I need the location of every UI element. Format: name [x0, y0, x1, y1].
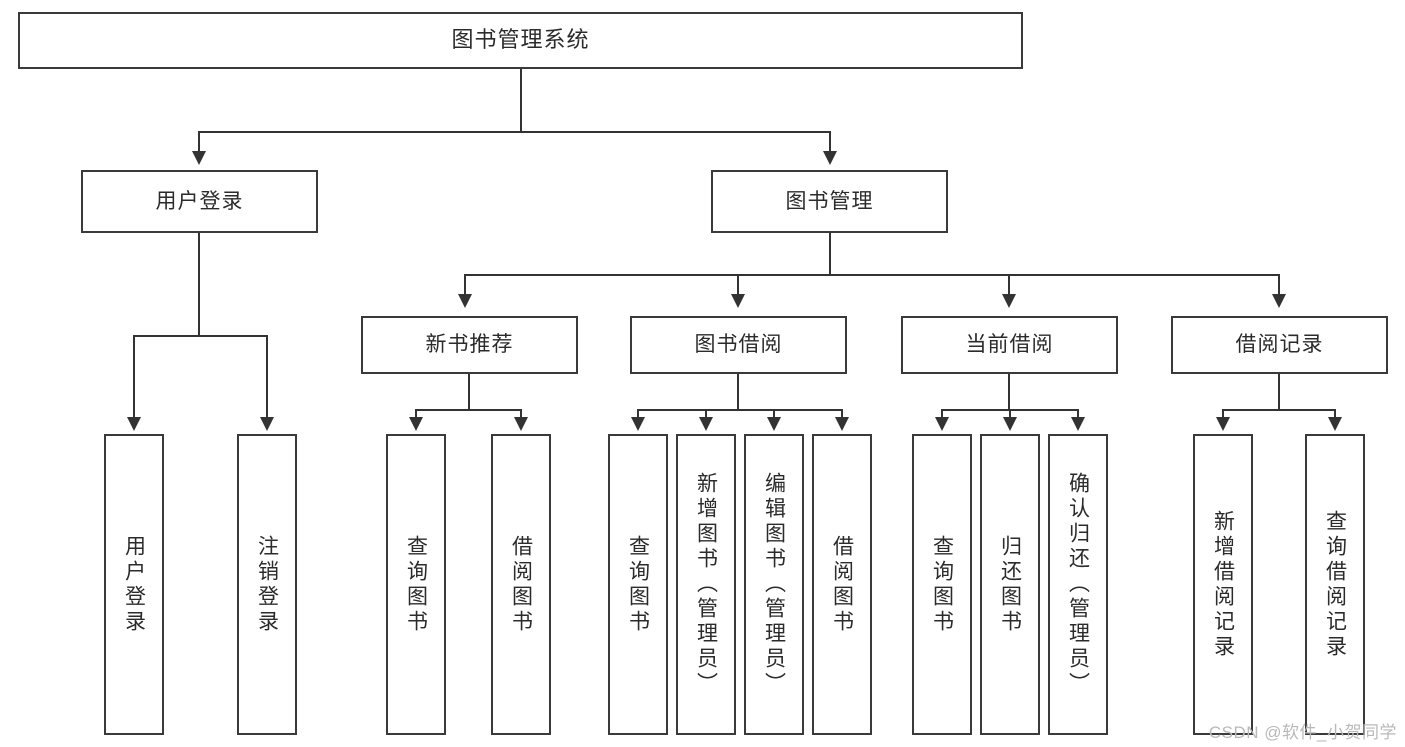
connector-user-login-child-2 [266, 335, 268, 419]
arrow-book-borrow-child-1 [631, 417, 645, 431]
connector-bm-to-current-borrow [1008, 274, 1010, 296]
connector-borrow-record-child-2 [1334, 409, 1336, 419]
csdn-watermark: CSDN @软件_小贺同学 [1208, 723, 1397, 742]
node-current-borrow[interactable]: 当前借阅 [901, 316, 1118, 374]
node-label: 借阅图书 [509, 534, 533, 635]
arrow-book-borrow-child-2 [699, 417, 713, 431]
connector-new-book-child-2 [520, 409, 522, 419]
connector-root-bus [198, 131, 831, 133]
connector-borrow-record-child-1 [1222, 409, 1224, 419]
node-label: 注销登录 [255, 534, 279, 635]
node-label: 图书借阅 [694, 333, 783, 357]
connector-bm-to-new-book [464, 274, 466, 296]
node-label: 图书管理 [785, 189, 874, 213]
node-label: 当前借阅 [965, 333, 1054, 357]
connector-book-management-stem [829, 233, 831, 275]
node-book-borrow[interactable]: 图书借阅 [630, 316, 847, 374]
arrow-new-book-child-2 [514, 417, 528, 431]
node-leaf-query-book-current[interactable]: 查询图书 [912, 434, 972, 735]
connector-book-borrow-child-1 [637, 409, 639, 419]
node-leaf-confirm-return-admin[interactable]: 确认归还（管理员） [1048, 434, 1108, 735]
node-label: 归还图书 [998, 534, 1022, 635]
node-leaf-borrow-book-recommend[interactable]: 借阅图书 [491, 434, 551, 735]
node-new-book-recommend[interactable]: 新书推荐 [361, 316, 578, 374]
node-label: 借阅记录 [1235, 333, 1324, 357]
node-label: 查询图书 [930, 534, 954, 635]
connector-current-borrow-child-1 [941, 409, 943, 419]
arrow-borrow-record-child-1 [1216, 417, 1230, 431]
connector-user-login-bus [133, 335, 268, 337]
node-label: 新增图书（管理员） [694, 472, 718, 697]
connector-book-management-bus [464, 274, 1279, 276]
node-label: 借阅图书 [830, 534, 854, 635]
connector-book-borrow-bus [637, 409, 842, 411]
connector-book-borrow-stem [737, 374, 739, 410]
arrow-current-borrow-child-1 [935, 417, 949, 431]
arrow-borrow-record-child-2 [1328, 417, 1342, 431]
connector-current-borrow-child-2 [1009, 409, 1011, 419]
arrow-new-book-child-1 [409, 417, 423, 431]
arrow-user-login-child-1 [127, 417, 141, 431]
connector-bm-to-book-borrow [737, 274, 739, 296]
arrow-bm-to-book-borrow [731, 294, 745, 308]
node-leaf-logout[interactable]: 注销登录 [237, 434, 297, 735]
node-leaf-borrow-book[interactable]: 借阅图书 [812, 434, 872, 735]
connector-current-borrow-child-3 [1077, 409, 1079, 419]
node-label: 编辑图书（管理员） [762, 472, 786, 697]
node-borrow-record[interactable]: 借阅记录 [1171, 316, 1388, 374]
node-label: 查询图书 [626, 534, 650, 635]
node-book-management[interactable]: 图书管理 [711, 170, 948, 233]
node-label: 查询借阅记录 [1323, 509, 1347, 660]
node-leaf-user-login[interactable]: 用户登录 [104, 434, 164, 735]
arrow-root-to-user-login [192, 151, 206, 165]
arrow-user-login-child-2 [260, 417, 274, 431]
node-label: 查询图书 [404, 534, 428, 635]
connector-new-book-stem [468, 374, 470, 410]
connector-bm-to-borrow-record [1278, 274, 1280, 296]
connector-new-book-bus [415, 409, 522, 411]
node-label: 新增借阅记录 [1211, 509, 1235, 660]
node-leaf-return-book[interactable]: 归还图书 [980, 434, 1040, 735]
connector-root-to-user-login [198, 131, 200, 153]
connector-user-login-child-1 [133, 335, 135, 419]
node-leaf-add-book-admin[interactable]: 新增图书（管理员） [676, 434, 736, 735]
arrow-book-borrow-child-4 [835, 417, 849, 431]
node-leaf-query-borrow-record[interactable]: 查询借阅记录 [1305, 434, 1365, 735]
node-leaf-query-book-borrow[interactable]: 查询图书 [608, 434, 668, 735]
connector-root-to-book-management [829, 131, 831, 153]
node-label: 确认归还（管理员） [1066, 472, 1090, 697]
node-root-book-management-system[interactable]: 图书管理系统 [18, 12, 1023, 69]
node-leaf-query-book-recommend[interactable]: 查询图书 [386, 434, 446, 735]
node-user-login[interactable]: 用户登录 [81, 170, 318, 233]
node-label: 用户登录 [122, 534, 146, 635]
node-label: 新书推荐 [425, 333, 514, 357]
arrow-bm-to-current-borrow [1002, 294, 1016, 308]
connector-current-borrow-stem [1008, 374, 1010, 410]
arrow-root-to-book-management [823, 151, 837, 165]
connector-new-book-child-1 [415, 409, 417, 419]
arrow-bm-to-new-book [458, 294, 472, 308]
arrow-bm-to-borrow-record [1272, 294, 1286, 308]
arrow-current-borrow-child-2 [1003, 417, 1017, 431]
arrow-current-borrow-child-3 [1071, 417, 1085, 431]
connector-book-borrow-child-3 [773, 409, 775, 419]
node-label: 图书管理系统 [451, 27, 590, 53]
connector-borrow-record-bus [1222, 409, 1336, 411]
connector-user-login-stem [198, 233, 200, 336]
node-leaf-add-borrow-record[interactable]: 新增借阅记录 [1193, 434, 1253, 735]
connector-book-borrow-child-2 [705, 409, 707, 419]
node-leaf-edit-book-admin[interactable]: 编辑图书（管理员） [744, 434, 804, 735]
connector-root-stem [520, 69, 522, 132]
arrow-book-borrow-child-3 [767, 417, 781, 431]
connector-book-borrow-child-4 [841, 409, 843, 419]
node-label: 用户登录 [155, 189, 244, 213]
connector-borrow-record-stem [1278, 374, 1280, 410]
